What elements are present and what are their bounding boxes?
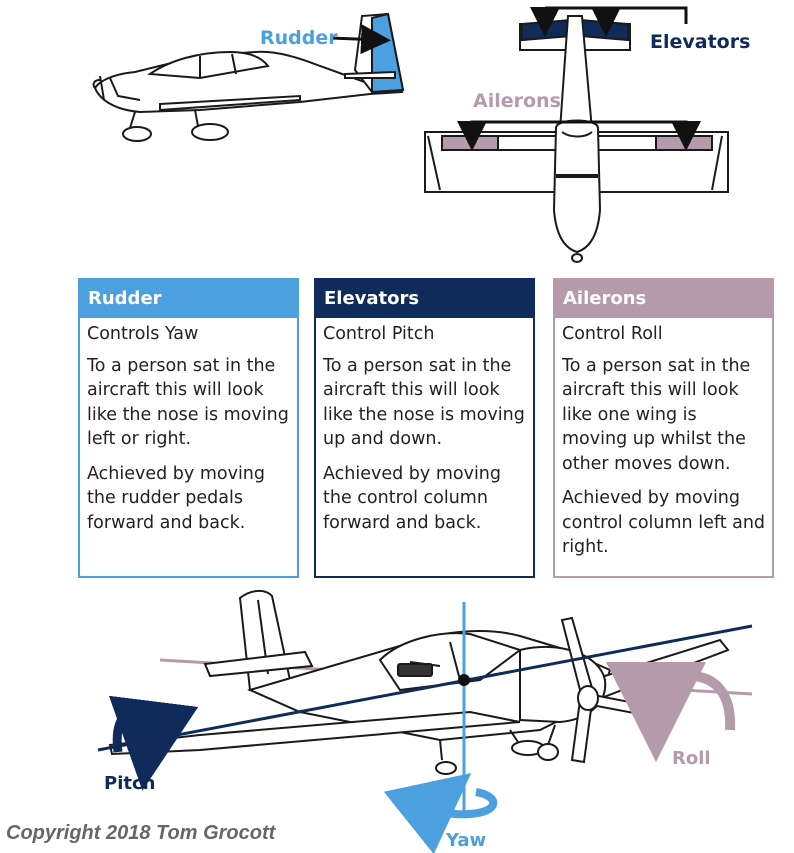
elevator-left — [521, 18, 573, 42]
pitch-axis — [97, 624, 753, 752]
elevators-label: Elevators — [650, 31, 751, 53]
elevators-card-title: Elevators — [316, 280, 533, 318]
aileron-right — [655, 135, 713, 151]
pitch-rotation-arrow — [108, 695, 199, 791]
roll-rotation-arrow — [606, 661, 736, 762]
roll-axis — [159, 658, 753, 696]
elevators-card-subtitle: Control Pitch — [323, 324, 435, 344]
pitch-label: Pitch — [104, 773, 156, 794]
aileron-left — [441, 135, 499, 151]
axes-center — [458, 674, 470, 686]
copyright-text: Copyright 2018 Tom Grocott — [6, 822, 276, 844]
elevators-card-description: To a person sat in the aircraft this wil… — [323, 355, 525, 450]
elevator-right — [579, 18, 629, 42]
ailerons-card-description: To a person sat in the aircraft this wil… — [562, 355, 751, 474]
elevator-arrows — [530, 6, 688, 37]
ailerons-card: Ailerons Control Roll To a person sat in… — [553, 278, 774, 578]
side-view-plane — [92, 12, 405, 142]
yaw-label: Yaw — [446, 830, 487, 851]
elevators-card-method: Achieved by moving the control column fo… — [323, 463, 501, 533]
three-quarter-plane — [108, 590, 730, 775]
ailerons-card-title: Ailerons — [555, 280, 772, 318]
roll-label: Roll — [672, 748, 711, 769]
rudder-card: Rudder Controls Yaw To a person sat in t… — [78, 278, 299, 578]
rudder-surface — [371, 12, 405, 94]
rudder-label: Rudder — [260, 27, 338, 49]
yaw-rotation-arrow — [383, 772, 498, 853]
rudder-card-description: To a person sat in the aircraft this wil… — [87, 355, 289, 450]
rudder-card-title: Rudder — [80, 280, 297, 318]
ailerons-label: Ailerons — [473, 90, 561, 112]
rudder-card-method: Achieved by moving the rudder pedals for… — [87, 463, 265, 533]
aileron-arrows — [457, 120, 701, 151]
elevators-card: Elevators Control Pitch To a person sat … — [314, 278, 535, 578]
top-diagrams — [92, 6, 729, 263]
ailerons-card-method: Achieved by moving control column left a… — [562, 488, 766, 557]
rudder-card-subtitle: Controls Yaw — [87, 324, 199, 344]
ailerons-card-subtitle: Control Roll — [562, 324, 663, 344]
